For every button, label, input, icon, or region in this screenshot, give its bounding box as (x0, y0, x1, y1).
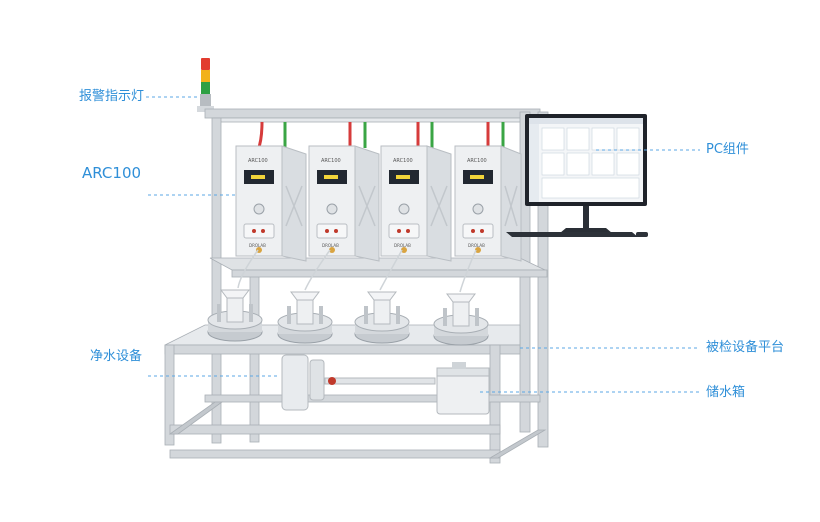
arc100-unit-4 (454, 145, 522, 262)
fixture-2 (277, 291, 333, 344)
device-maker-4: DROLAB (468, 243, 485, 248)
sample-hoses (237, 249, 477, 293)
device-brand-2: ARC100 (321, 158, 341, 164)
device-maker-2: DROLAB (322, 243, 339, 248)
fixture-3 (354, 291, 410, 344)
water-tank-unit (436, 362, 490, 415)
alarm-light (197, 58, 214, 112)
label-pc-module: PC组件 (706, 142, 749, 157)
device-maker-3: DROLAB (394, 243, 411, 248)
arc100-unit-3 (380, 145, 452, 262)
device-maker-1: DROLAB (249, 243, 266, 248)
device-brand-1: ARC100 (248, 158, 268, 164)
label-water-purifier: 净水设备 (90, 349, 143, 364)
label-water-tank: 储水箱 (706, 385, 746, 400)
pc-workstation (506, 114, 648, 237)
label-arc100: ARC100 (82, 164, 142, 182)
water-purifier-unit (281, 354, 436, 411)
test-fixtures (207, 289, 489, 346)
fixture-4 (433, 293, 489, 346)
fixture-1 (207, 289, 263, 342)
device-brand-3: ARC100 (393, 158, 413, 164)
device-brand-4: ARC100 (467, 158, 487, 164)
arc100-unit-1 (235, 145, 307, 262)
label-alarm-light: 报警指示灯 (79, 89, 145, 104)
arc100-unit-2 (308, 145, 380, 262)
arc100-devices (235, 145, 522, 262)
label-test-platform: 被检设备平台 (706, 340, 785, 355)
callout-leaders (146, 96, 700, 393)
